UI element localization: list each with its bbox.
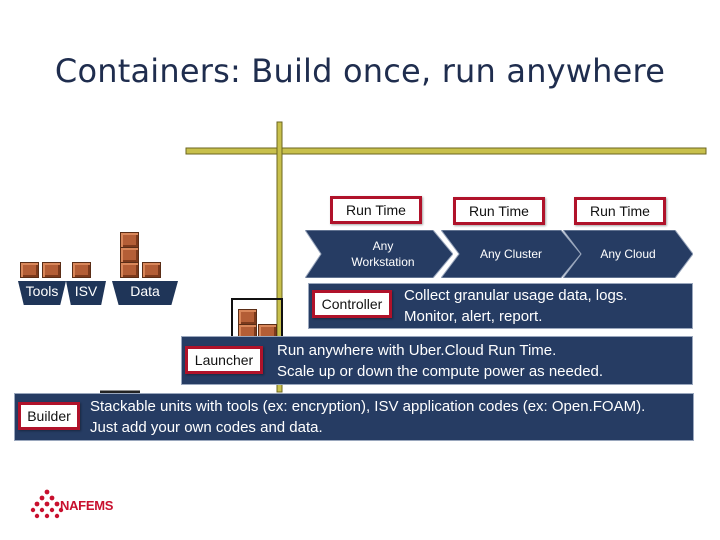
chevron-any-cloud: Any Cloud <box>563 230 693 278</box>
nafems-logo-text: NAFEMS <box>60 498 114 513</box>
controller-description: Collect granular usage data, logs. Monit… <box>404 287 628 325</box>
chevron-any-cluster: Any Cluster <box>441 230 581 278</box>
launcher-description: Run anywhere with Uber.Cloud Run Time. S… <box>277 342 604 380</box>
launcher-panel <box>181 336 693 385</box>
tray-label: ISV <box>74 283 98 299</box>
builder-label: Builder <box>18 402 80 430</box>
tray-tools: Tools <box>18 281 66 305</box>
builder-panel <box>14 393 694 441</box>
slide-title: Containers: Build once, run anywhere <box>54 52 666 90</box>
tray-data: Data <box>112 281 178 305</box>
launcher-label: Launcher <box>185 346 263 374</box>
runtime-box-workstation: Run Time <box>330 196 422 224</box>
tray-label: Tools <box>25 283 59 299</box>
launcher-crate <box>238 309 257 325</box>
chevron-label: Any Cluster <box>479 247 543 261</box>
builder-description: Stackable units with tools (ex: encrypti… <box>90 398 646 436</box>
runtime-box-cluster: Run Time <box>453 197 545 225</box>
chevron-label: Any Cloud <box>600 247 656 261</box>
nafems-logo: NAFEMS <box>30 488 130 522</box>
tray-label: Data <box>130 283 160 299</box>
tray-isv: ISV <box>66 281 106 305</box>
crane-boom <box>185 147 707 155</box>
controller-label: Controller <box>312 290 392 318</box>
chevron-label: Any Workstation <box>351 239 415 269</box>
runtime-box-cloud: Run Time <box>574 197 666 225</box>
nafems-logo-mark <box>30 489 64 519</box>
chevron-any-workstation: Any Workstation <box>305 230 453 278</box>
